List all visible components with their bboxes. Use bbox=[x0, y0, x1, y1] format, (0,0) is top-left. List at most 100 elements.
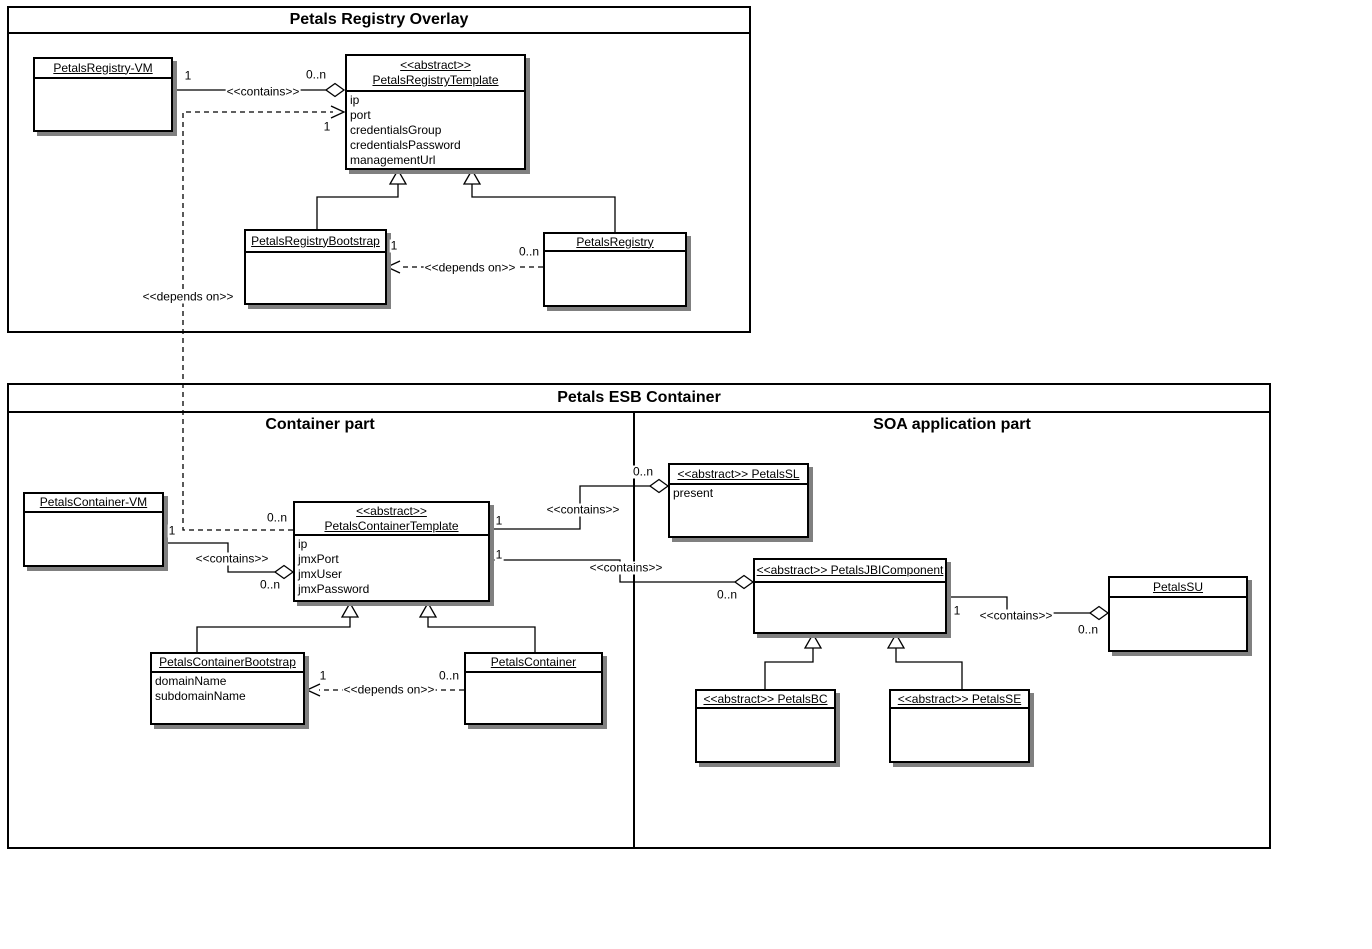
class-attribute: domainName bbox=[155, 674, 227, 688]
class-attributes-compartment bbox=[545, 252, 685, 253]
edge-multiplicity-label: 0..n bbox=[304, 67, 328, 82]
class-name-compartment: PetalsSU bbox=[1110, 578, 1246, 598]
package-title: Petals Registry Overlay bbox=[289, 11, 469, 28]
class-title: PetalsRegistry-VM bbox=[53, 60, 153, 75]
class-attributes-compartment bbox=[755, 583, 945, 584]
class-title: <<abstract>> PetalsSE bbox=[897, 691, 1022, 706]
class-attribute: port bbox=[350, 108, 371, 122]
class-attributes-compartment bbox=[25, 513, 162, 514]
class-attributes-compartment bbox=[466, 673, 601, 674]
class-name-compartment: <<abstract>> PetalsBC bbox=[697, 691, 834, 709]
edge-multiplicity-label: 1 bbox=[322, 119, 332, 134]
edge-stereotype-label: <<depends on>> bbox=[342, 682, 436, 697]
class-petals-jbi-component: <<abstract>> PetalsJBIComponent bbox=[753, 558, 947, 634]
part-label-soa: SOA application part bbox=[873, 416, 1031, 433]
class-attribute: subdomainName bbox=[155, 689, 246, 703]
class-name-compartment: PetalsRegistry-VM bbox=[35, 59, 171, 79]
class-title: PetalsContainer-VM bbox=[39, 495, 148, 509]
class-petals-registry-bootstrap: PetalsRegistryBootstrap bbox=[244, 229, 387, 305]
class-petals-container-vm: PetalsContainer-VM bbox=[23, 492, 164, 567]
class-attributes-compartment bbox=[246, 253, 385, 254]
part-label-container: Container part bbox=[265, 416, 375, 433]
class-title: PetalsSU bbox=[1152, 579, 1204, 594]
edge-multiplicity-label: 0..n bbox=[631, 464, 655, 479]
edge-se-generalizes-jbi bbox=[886, 632, 963, 689]
class-petals-container: PetalsContainer bbox=[464, 652, 603, 725]
edge-multiplicity-label: 0..n bbox=[715, 587, 739, 602]
class-attribute: jmxPassword bbox=[298, 582, 370, 596]
edge-multiplicity-label: 0..n bbox=[265, 510, 289, 525]
class-title: PetalsRegistry bbox=[576, 234, 654, 249]
class-name-compartment: PetalsContainer bbox=[466, 654, 601, 673]
edge-multiplicity-label: 1 bbox=[952, 603, 962, 618]
edge-multiplicity-label: 0..n bbox=[437, 668, 461, 683]
edge-registry-generalizes-template bbox=[462, 168, 616, 232]
class-attribute: ip bbox=[298, 537, 308, 551]
edge-multiplicity-label: 1 bbox=[318, 668, 328, 683]
package-title: Petals ESB Container bbox=[557, 389, 721, 406]
package-part-divider bbox=[633, 411, 635, 847]
class-name-compartment: PetalsRegistry bbox=[545, 234, 685, 252]
edge-container-template-contains-sl bbox=[491, 478, 670, 530]
class-name-compartment: <<abstract>>PetalsContainerTemplate bbox=[295, 503, 488, 536]
edge-bc-generalizes-jbi bbox=[764, 632, 823, 689]
class-attribute: credentialsGroup bbox=[350, 123, 442, 137]
class-name-compartment: PetalsContainerBootstrap bbox=[152, 654, 303, 673]
class-attribute: jmxUser bbox=[298, 567, 342, 581]
edge-container-bootstrap-generalizes-template bbox=[196, 601, 360, 652]
class-petals-bc: <<abstract>> PetalsBC bbox=[695, 689, 836, 763]
edge-stereotype-label: <<contains>> bbox=[978, 608, 1054, 623]
edge-stereotype-label: <<contains>> bbox=[194, 551, 270, 566]
package-petals-esb-container: Petals ESB Container bbox=[7, 383, 1271, 849]
class-title: <<abstract>> PetalsSL bbox=[677, 466, 800, 481]
edge-container-template-depends-registry-template bbox=[182, 105, 346, 531]
class-title: <<abstract>> PetalsBC bbox=[703, 691, 828, 706]
package-header: Petals ESB Container bbox=[9, 385, 1269, 413]
class-title: <<abstract>> bbox=[400, 58, 471, 72]
class-name-compartment: PetalsContainer-VM bbox=[25, 494, 162, 513]
edge-registry-bootstrap-generalizes-template bbox=[316, 168, 408, 229]
class-attributes-compartment bbox=[891, 709, 1028, 710]
edge-stereotype-label: <<depends on>> bbox=[141, 289, 235, 304]
class-attribute: present bbox=[673, 486, 714, 500]
class-petals-registry-vm: PetalsRegistry-VM bbox=[33, 57, 173, 132]
class-title: PetalsContainer bbox=[490, 655, 577, 669]
edge-stereotype-label: <<contains>> bbox=[588, 560, 664, 575]
class-name-compartment: <<abstract>> PetalsSE bbox=[891, 691, 1028, 709]
class-title: <<abstract>> bbox=[356, 503, 427, 518]
class-name-compartment: <<abstract>>PetalsRegistryTemplate bbox=[347, 56, 524, 92]
class-attributes-compartment bbox=[35, 79, 171, 80]
class-petals-se: <<abstract>> PetalsSE bbox=[889, 689, 1030, 763]
class-title: PetalsRegistryBootstrap bbox=[251, 233, 380, 248]
class-attributes-compartment bbox=[697, 709, 834, 710]
edge-multiplicity-label: 1 bbox=[389, 238, 399, 253]
package-header: Petals Registry Overlay bbox=[9, 8, 749, 34]
class-attribute: jmxPort bbox=[298, 552, 339, 566]
edge-multiplicity-label: 1 bbox=[167, 523, 177, 538]
class-title: PetalsRegistryTemplate bbox=[372, 73, 499, 87]
class-petals-su: PetalsSU bbox=[1108, 576, 1248, 652]
class-petals-registry: PetalsRegistry bbox=[543, 232, 687, 307]
class-name-compartment: <<abstract>> PetalsJBIComponent bbox=[755, 560, 945, 583]
edge-stereotype-label: <<depends on>> bbox=[423, 260, 517, 275]
edge-multiplicity-label: 0..n bbox=[258, 577, 282, 592]
edge-multiplicity-label: 1 bbox=[494, 547, 504, 562]
edge-stereotype-label: <<contains>> bbox=[545, 502, 621, 517]
class-name-compartment: PetalsRegistryBootstrap bbox=[246, 231, 385, 253]
class-attribute: credentialsPassword bbox=[350, 138, 461, 152]
class-title: <<abstract>> PetalsJBIComponent bbox=[756, 563, 944, 577]
class-attribute: managementUrl bbox=[350, 153, 436, 167]
class-attributes-compartment: present bbox=[670, 485, 807, 501]
edge-multiplicity-label: 0..n bbox=[1076, 622, 1100, 637]
edge-multiplicity-label: 1 bbox=[183, 68, 193, 83]
class-title: PetalsContainerTemplate bbox=[324, 518, 459, 533]
class-attributes-compartment bbox=[1110, 598, 1246, 599]
class-name-compartment: <<abstract>> PetalsSL bbox=[670, 465, 807, 485]
package-petals-registry-overlay: Petals Registry Overlay bbox=[7, 6, 751, 333]
class-title: PetalsContainerBootstrap bbox=[159, 655, 296, 669]
